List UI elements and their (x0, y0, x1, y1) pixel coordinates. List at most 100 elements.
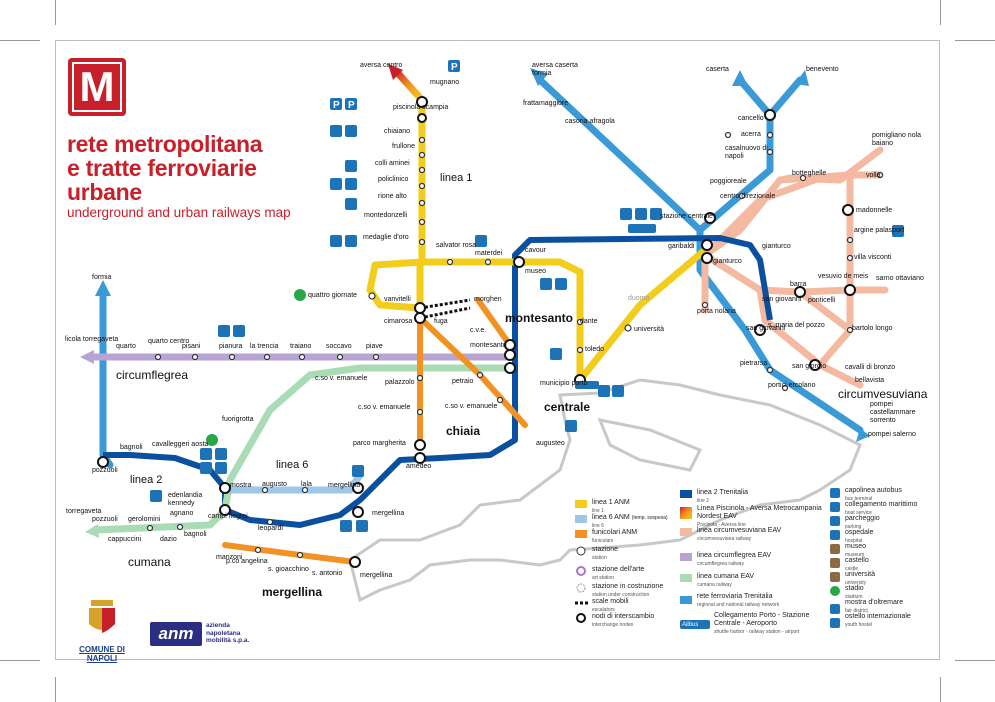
station-label-mergellina-fs: mergellina (372, 510, 405, 517)
alibus-legend-badge (680, 620, 710, 629)
station-label-caserta: caserta (706, 66, 729, 73)
station-label-policlinico: policlinico (378, 176, 409, 183)
station-label-montesanto: montesanto (470, 342, 507, 349)
station-label-parco-margherita: parco margherita (353, 440, 406, 447)
station-label-fuorigrotta: fuorigrotta (222, 416, 254, 423)
station-label-materdei: materdei (475, 250, 503, 257)
arrow-aversa (530, 68, 548, 86)
station-label-gianturco: gianturco (713, 258, 742, 265)
anm-text: azienda napoletana mobilità s.p.a. (206, 622, 250, 644)
station-label-frattamaggiore: frattamaggiore (523, 100, 569, 107)
station-label-aversa-centro: aversa centro (360, 62, 403, 69)
station-label-san-giovanni: san giovanni (762, 296, 802, 303)
station-label-gianturco2: gianturco (762, 243, 791, 250)
station-label-licola: licola torregaveta (65, 336, 119, 343)
station-label-chiaiano: chiaiano (384, 128, 411, 135)
station-label-madonnelle: madonnelle (856, 207, 893, 214)
station-label-stazione-centrale: stazione centrale (660, 213, 713, 220)
cumana (94, 364, 510, 534)
station-label-lala: lala (301, 481, 312, 488)
alibus-badge (575, 381, 599, 389)
station-label-poggioreale: poggioreale (710, 178, 747, 185)
line-label-circumflegrea-label: circumflegrea (116, 368, 189, 382)
station-label-cso-ve-3: c.so v. emanuele (315, 375, 368, 382)
svg-text:P: P (348, 100, 355, 111)
station-label-argine: argine palasport (854, 227, 905, 234)
station-label-s-gioacchino: s. gioacchino (268, 566, 309, 573)
line-label-chiaia-label: chiaia (446, 424, 481, 438)
station-label-morghen: morghen (474, 296, 502, 303)
station-label-cso-ve-1: c.so v. emanuele (358, 404, 411, 411)
station-label-san-giorgio: san giorgio (792, 363, 827, 370)
station-label-colli-aminei: colli aminei (375, 160, 410, 167)
station-label-piscinola: piscinola scampia (393, 104, 449, 111)
svg-text:P: P (333, 100, 340, 111)
station-label-rione-alto: rione alto (378, 193, 407, 200)
title-subtitle: underground and urban railways map (67, 205, 291, 220)
station-label-traiano: traiano (290, 343, 312, 350)
arrow-caserta (732, 70, 748, 86)
station-label-benevento: benevento (806, 66, 839, 73)
crop-mark (940, 0, 941, 25)
station-label-botteghelle: botteghelle (792, 170, 827, 177)
station-label-centro-direzionale: centro direzionale (720, 193, 776, 200)
title-line-2: e tratte ferroviarie (67, 155, 257, 181)
crop-mark (955, 660, 995, 661)
map-frame (55, 40, 940, 660)
anm-logo: anm (150, 622, 202, 646)
station-label-garibaldi: garibaldi (668, 243, 695, 250)
station-label-casalnuovo: casalnuovo di napoli (725, 145, 768, 160)
line-label-circumvesuviana-label: circumvesuviana (838, 387, 928, 401)
legend-piscinola: Linea Piscinola - Aversa Metrocampania N… (697, 505, 822, 528)
station-label-cavalleggeri: cavalleggeri aosta (152, 441, 209, 448)
station-label-bagnoli-c: bagnoli (184, 531, 207, 538)
map-title: rete metropolitana e tratte ferroviarie … (67, 132, 291, 220)
station-label-la-trencia: la trencia (250, 343, 279, 350)
crest-icon (89, 600, 115, 633)
station-label-medaglie-oro: medaglie d'oro (363, 234, 409, 241)
station-label-porta-nolana: porta nolana (697, 308, 736, 315)
station-label-frullone: frullone (392, 143, 415, 150)
escalators (419, 298, 471, 310)
station-label-quarto-centro: quarto centro (148, 338, 190, 345)
svg-text:P: P (451, 62, 458, 73)
station-label-pompei-salerno: pompei salerno (868, 431, 916, 438)
line-label-linea2-label: linea 2 (130, 474, 163, 486)
title-line-1: rete metropolitana (67, 131, 263, 157)
station-label-bartolo-longo: bartolo longo (852, 325, 893, 332)
line-label-mergellina-label: mergellina (262, 585, 323, 599)
station-label-augusto: augusto (262, 481, 287, 488)
line-label-linea6-label: linea 6 (276, 459, 309, 471)
station-label-mugnano: mugnano (430, 79, 460, 86)
station-label-volla: volla (866, 172, 881, 179)
station-label-torregaveta: torregaveta (66, 508, 102, 515)
station-label-aversa-caserta-formia: aversa caserta formia (532, 62, 578, 77)
legend-alibus: Collegamento Porto - Stazione Centrale -… (714, 612, 810, 635)
station-label-pozzuoli: pozzuoli (92, 467, 118, 474)
station-label-portici: portici ercolano (768, 382, 816, 389)
station-label-piave: piave (366, 343, 383, 350)
station-label-mergellina-fun: mergellina (360, 572, 393, 579)
station-label-toledo: toledo (585, 346, 605, 353)
station-label-campi-flegrei: campi flegrei (208, 513, 248, 520)
station-label-casoria: casoria afragola (565, 118, 615, 125)
station-label-formia: formia (92, 274, 112, 281)
arrow-formia (95, 280, 111, 296)
station-label-pisani: pisani (182, 343, 201, 350)
station-label-bellavista: bellavista (855, 377, 885, 384)
station-label-barra: barra (790, 281, 807, 288)
station-label-pozzuoli-c: pozzuoli (92, 516, 118, 523)
station-label-leopardi: leopardi (258, 525, 283, 532)
crop-mark (55, 677, 56, 702)
station-label-soccavo: soccavo (326, 343, 352, 350)
